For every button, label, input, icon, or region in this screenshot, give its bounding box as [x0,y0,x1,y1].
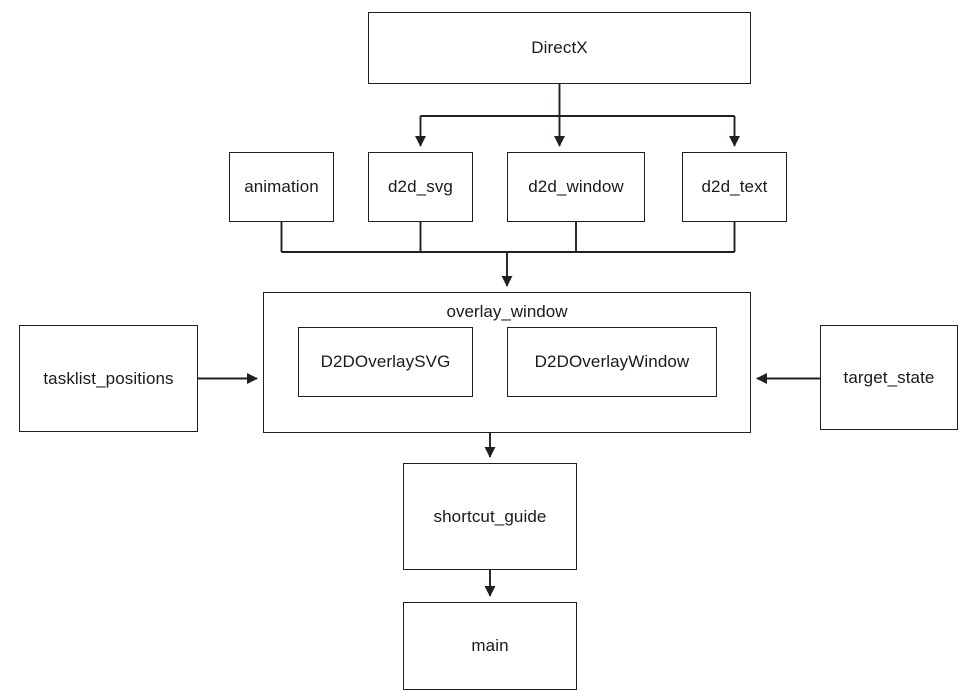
node-d2d-svg[interactable]: d2d_svg [368,152,473,222]
node-main-label: main [471,636,509,656]
node-shortcut-guide[interactable]: shortcut_guide [403,463,577,570]
node-animation-label: animation [244,177,319,197]
node-overlay-window-label: overlay_window [446,302,568,321]
node-d2d-text[interactable]: d2d_text [682,152,787,222]
node-d2d-svg-label: d2d_svg [388,177,453,197]
node-d2doverlaysvg[interactable]: D2DOverlaySVG [298,327,473,397]
node-tasklist-positions[interactable]: tasklist_positions [19,325,198,432]
node-d2doverlaywindow[interactable]: D2DOverlayWindow [507,327,717,397]
node-main[interactable]: main [403,602,577,690]
node-animation[interactable]: animation [229,152,334,222]
node-target-state-label: target_state [843,367,935,387]
node-d2doverlaysvg-label: D2DOverlaySVG [320,352,451,372]
node-tasklist-positions-label: tasklist_positions [43,368,174,388]
node-shortcut-guide-label: shortcut_guide [433,506,547,526]
node-directx[interactable]: DirectX [368,12,751,84]
node-d2d-window-label: d2d_window [528,177,624,197]
node-target-state[interactable]: target_state [820,325,958,430]
node-d2doverlaywindow-label: D2DOverlayWindow [534,352,690,372]
node-d2d-window[interactable]: d2d_window [507,152,645,222]
node-d2d-text-label: d2d_text [701,177,768,197]
node-directx-label: DirectX [531,38,588,58]
